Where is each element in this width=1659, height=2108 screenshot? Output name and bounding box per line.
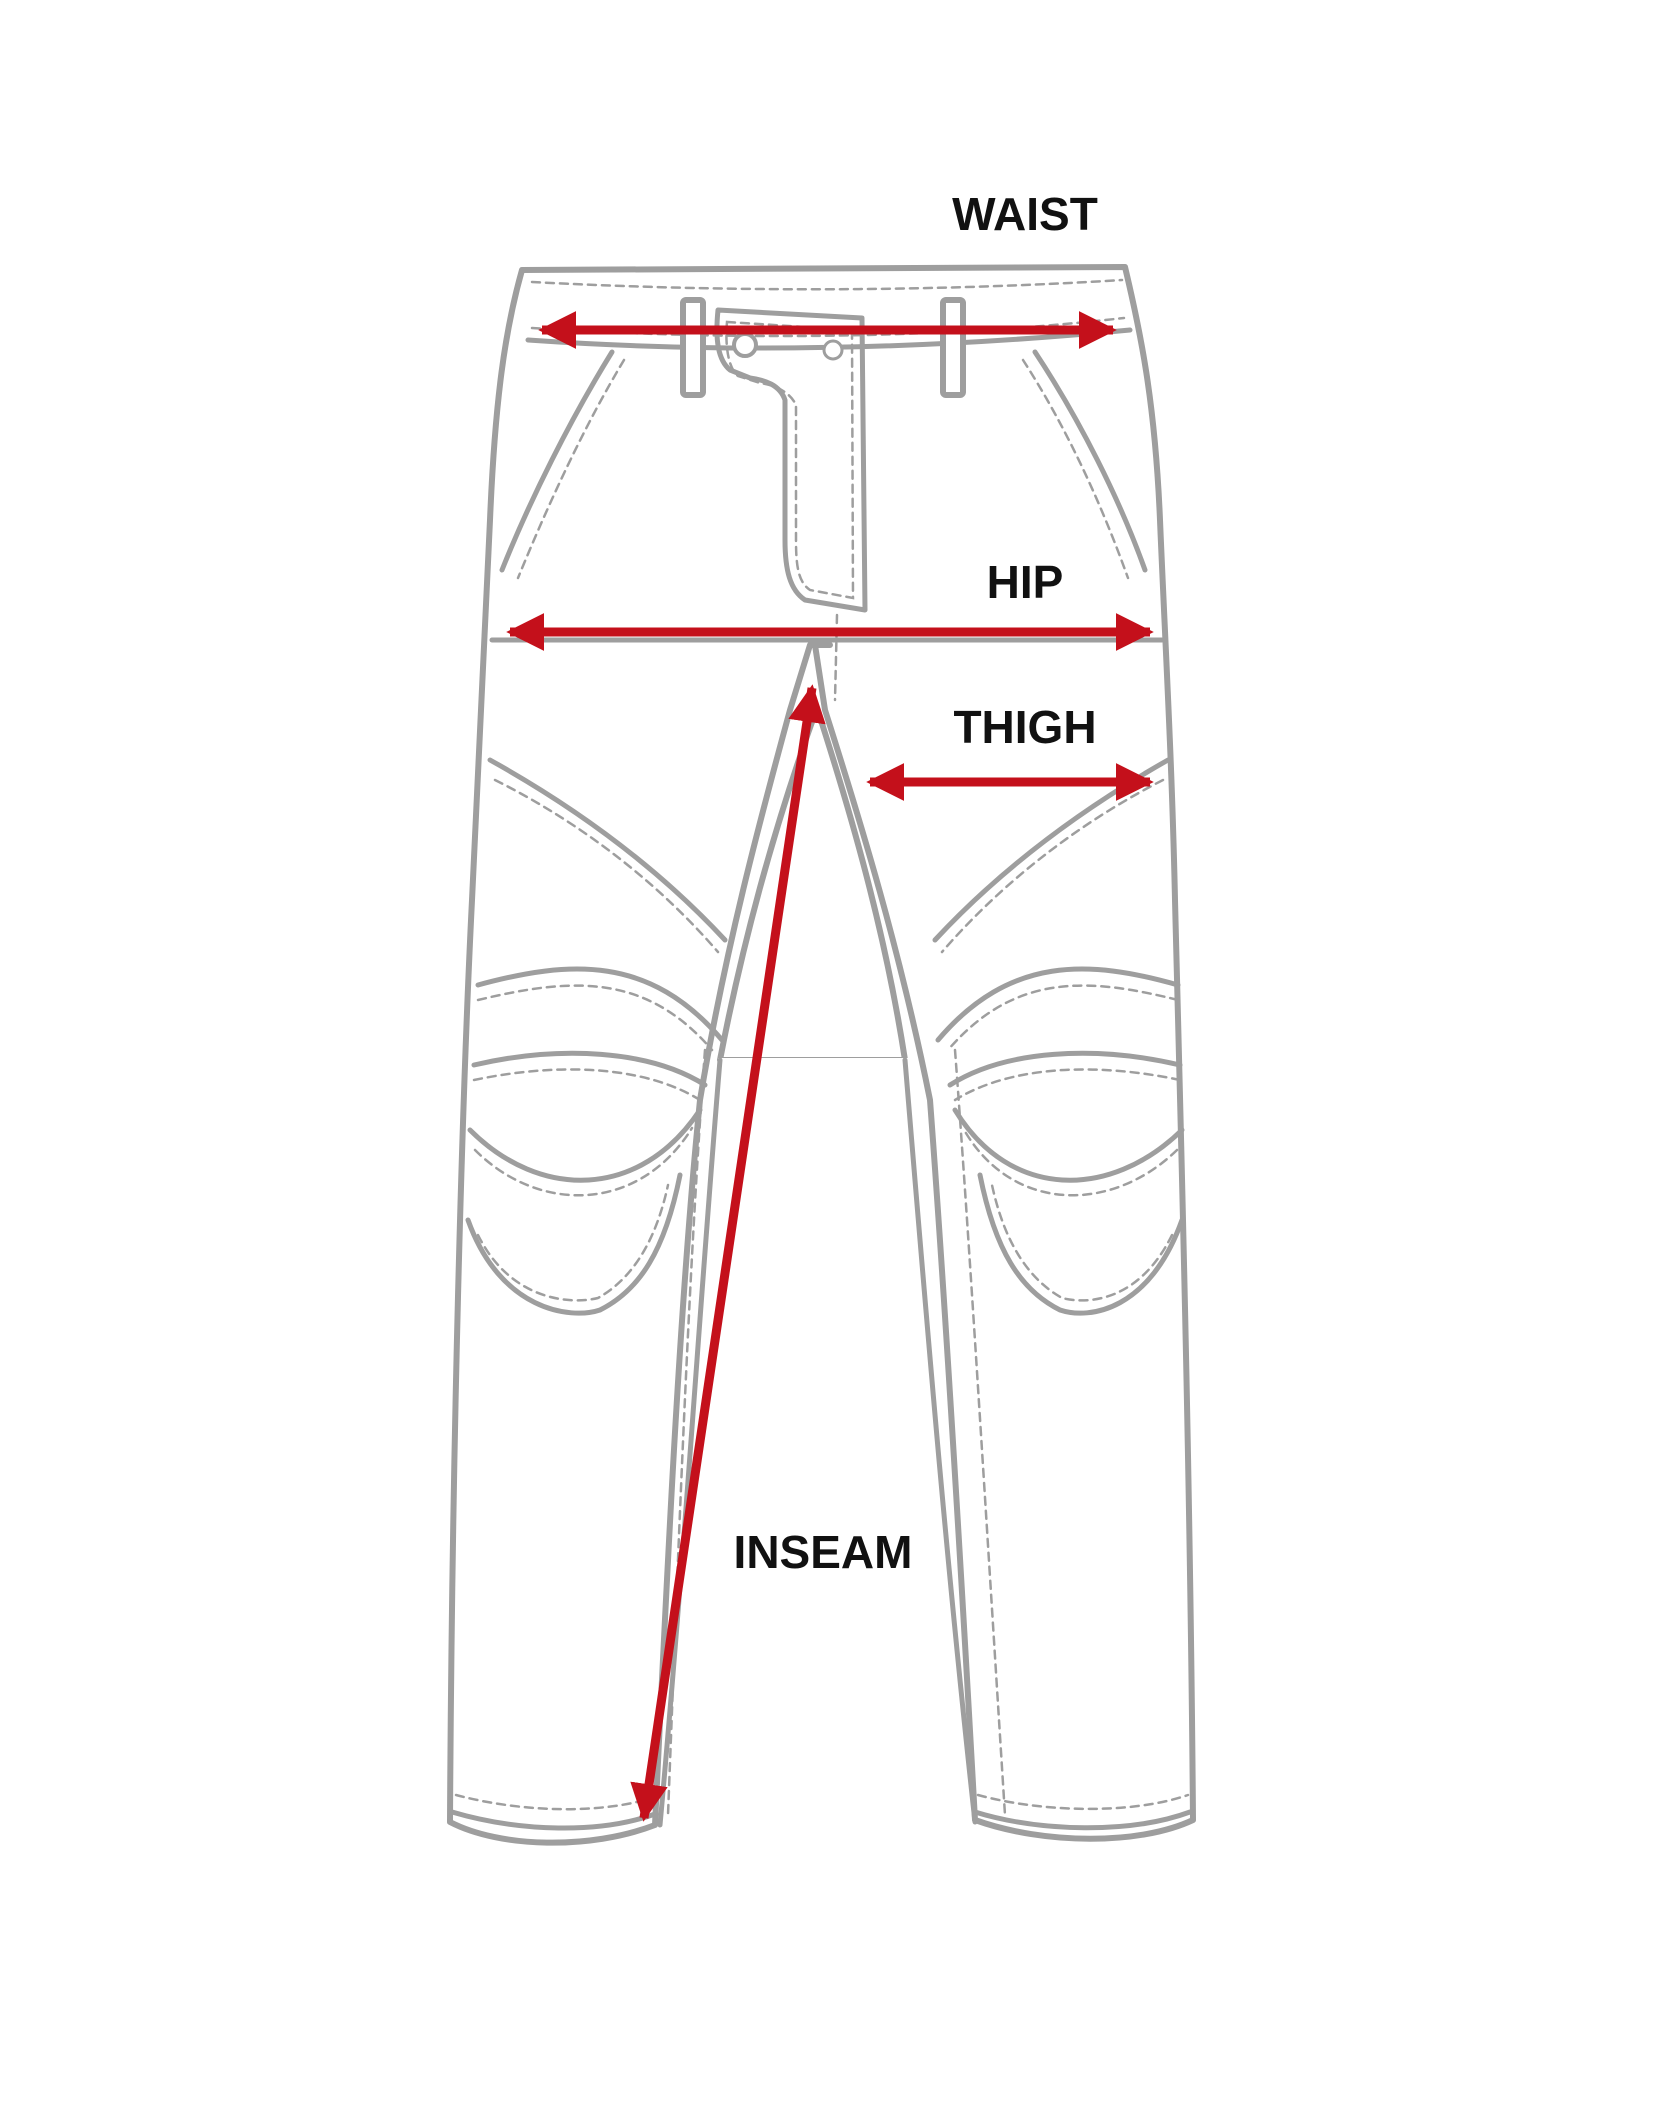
pocket-right bbox=[1032, 349, 1148, 573]
measurement-labels: WAIST HIP THIGH INSEAM bbox=[734, 188, 1098, 1578]
thigh-label: THIGH bbox=[953, 701, 1096, 753]
waist-button-1 bbox=[732, 332, 758, 358]
knee-right-cup bbox=[952, 1107, 1185, 1183]
hem-right-stitch bbox=[976, 1793, 1190, 1811]
hem-right bbox=[972, 1809, 1193, 1831]
hip-label: HIP bbox=[987, 556, 1064, 608]
pocket-right-stitch bbox=[1021, 358, 1130, 580]
gap-cover bbox=[718, 1058, 908, 1848]
hem-left-stitch bbox=[454, 1793, 657, 1811]
thigh-panel-right-stitch bbox=[940, 778, 1165, 954]
thigh-panel-left-stitch bbox=[493, 778, 720, 954]
pants-illustration bbox=[447, 264, 1196, 1848]
waistband-stitch-top bbox=[530, 278, 1124, 291]
fly-stitch bbox=[725, 320, 855, 600]
waist-label: WAIST bbox=[952, 188, 1098, 240]
knee-right-upper-stitch bbox=[946, 984, 1180, 1052]
inner-right-stitch bbox=[953, 1048, 1007, 1817]
knee-left-mid-stitch bbox=[472, 1068, 702, 1102]
inner-leg-right bbox=[902, 1057, 978, 1825]
measurement-arrows bbox=[506, 311, 1154, 1822]
pocket-left bbox=[499, 349, 615, 573]
belt-loop-right bbox=[940, 297, 966, 398]
pocket-left-stitch bbox=[516, 358, 626, 580]
waist-button-2 bbox=[822, 339, 844, 361]
inseam-arrow bbox=[630, 684, 826, 1822]
belt-loop-left bbox=[680, 297, 706, 398]
knee-right-mid bbox=[947, 1050, 1183, 1088]
knee-right-cup-stitch bbox=[961, 1126, 1179, 1197]
inseam-label: INSEAM bbox=[734, 1526, 913, 1578]
knee-right-upper bbox=[935, 966, 1181, 1043]
knee-right-lower bbox=[977, 1172, 1185, 1316]
knee-right-mid-stitch bbox=[953, 1068, 1182, 1102]
